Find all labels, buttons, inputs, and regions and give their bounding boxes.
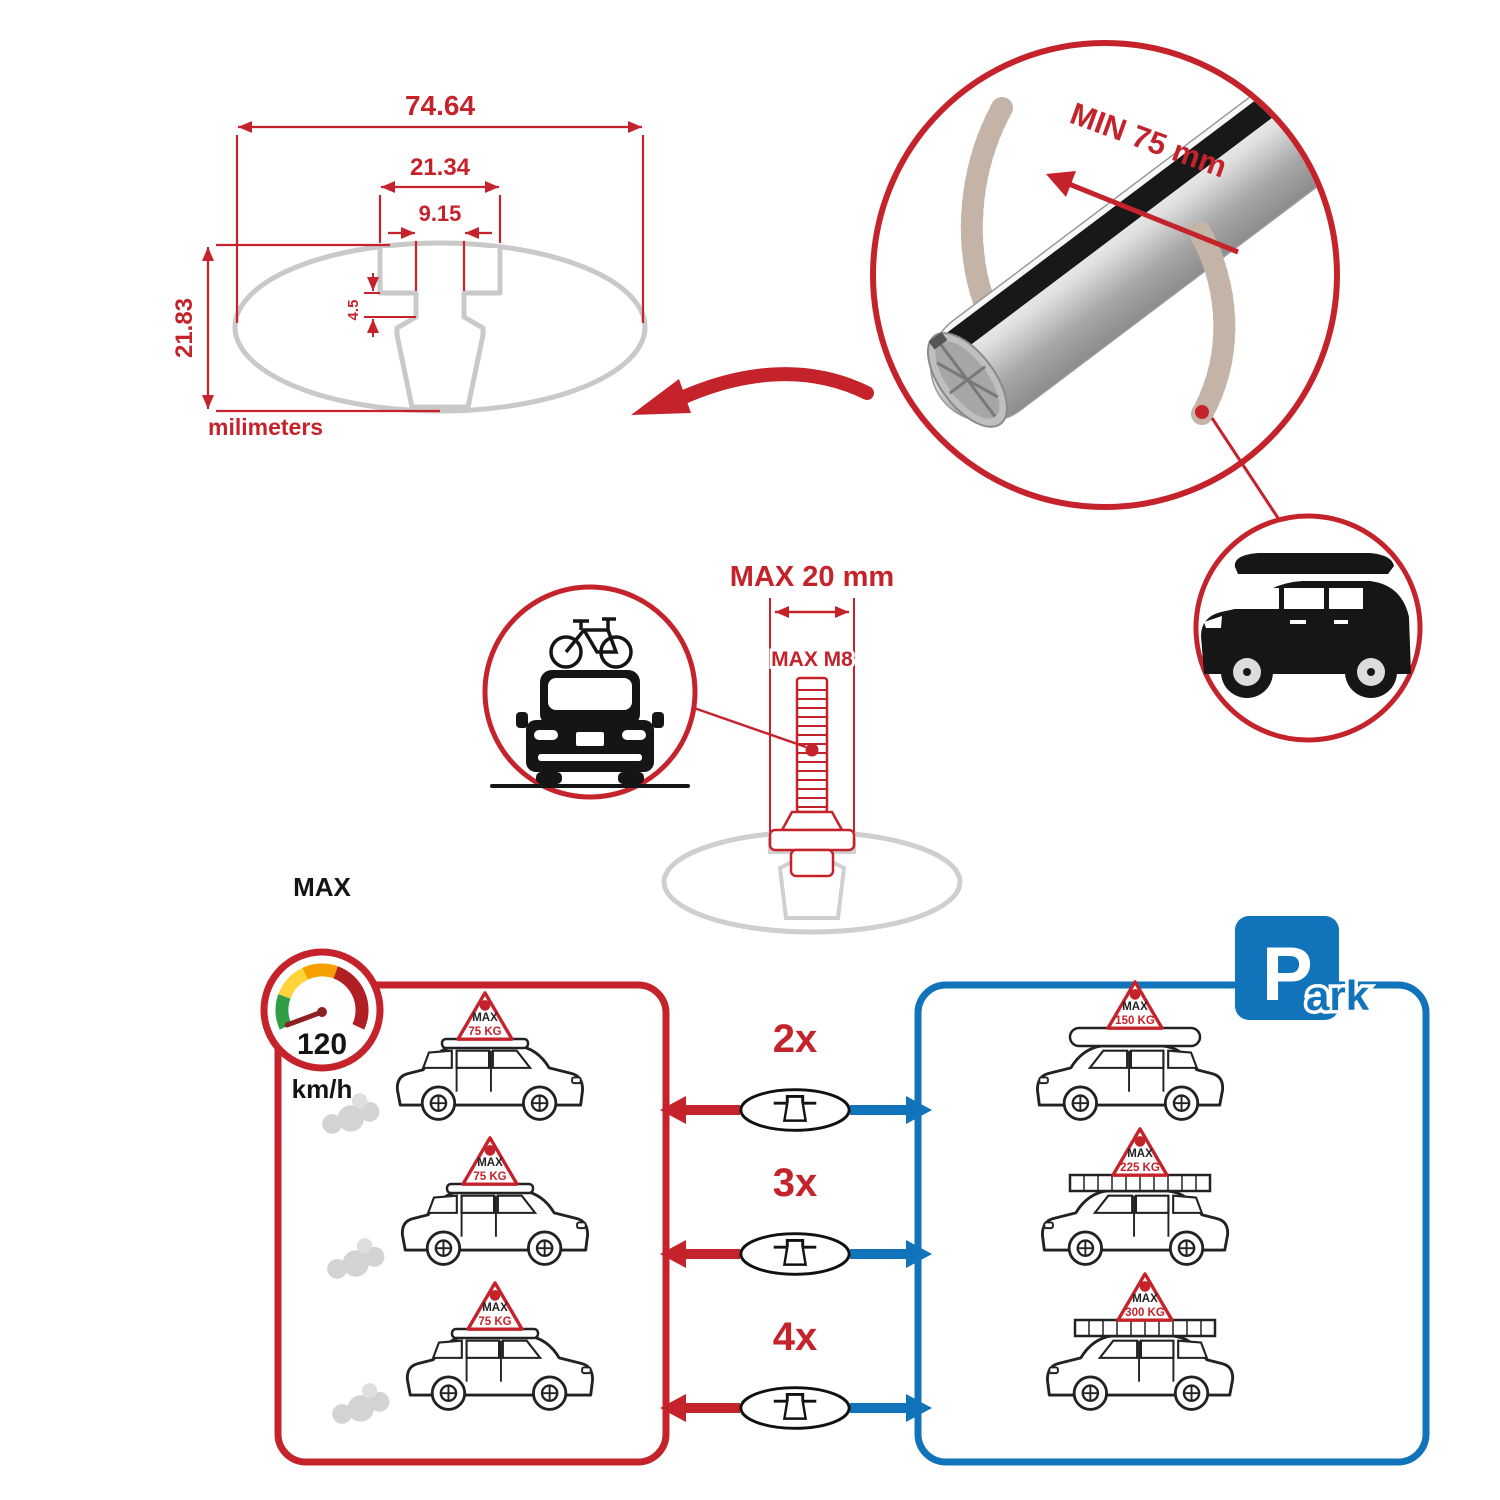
dim-slot-inner-value: 9.15 (419, 201, 462, 226)
callout-line (1210, 417, 1280, 519)
pointer-arrow (631, 367, 874, 415)
callout-dot (1195, 405, 1209, 419)
crossbar-section-icon (739, 1232, 851, 1276)
parking-sign: P ark (1235, 916, 1373, 1023)
max-thread-label: MAX M8 (771, 648, 853, 671)
u-bolt-strap-rear (960, 97, 1013, 323)
driving-car-row: MAX 75 KG (332, 1281, 595, 1424)
crossbar-qty-row: 4x (660, 1315, 932, 1430)
gauge-needle-icon (284, 1009, 325, 1028)
dimension-slot-inner (388, 227, 492, 291)
u-bolt-strap-front (1189, 221, 1236, 425)
dimension-slot-outer (378, 181, 502, 243)
left-arrowhead-icon (660, 1394, 686, 1422)
pointer-arrowhead-icon (631, 379, 691, 415)
dimension-total-width (235, 121, 645, 323)
right-arrowhead-icon (906, 1394, 932, 1422)
parking-sign-suffix: ark (1306, 972, 1370, 1019)
profile-technical-drawing: 74.64 21.34 9.15 4.5 (171, 90, 648, 440)
qty-label: 2x (773, 1017, 818, 1061)
sign-max-label: MAX (1127, 1148, 1153, 1160)
min-span-arrow (1046, 171, 1239, 255)
dim-step-depth-value: 4.5 (345, 300, 362, 321)
sign-load-value: 300 KG (1125, 1307, 1165, 1319)
sign-load-value: 75 KG (468, 1026, 501, 1038)
parking-car-row: MAX 300 KG (1045, 1272, 1235, 1411)
bolt-detail-section: MAX 20 mm MAX M8 (482, 561, 963, 935)
sign-load-value: 150 KG (1115, 1015, 1155, 1027)
crossbar-profile-outline (232, 240, 648, 414)
right-arrowhead-icon (906, 1240, 932, 1268)
sign-max-label: MAX (477, 1157, 503, 1169)
speed-gauge-label: MAX (293, 872, 351, 902)
usage-comparison-section: P ark MAX 120 km/h MAX 75 KG (260, 872, 1430, 1466)
t-bolt (768, 676, 856, 878)
max-width-label: MAX 20 mm (730, 561, 894, 593)
dimension-step-depth (364, 273, 416, 337)
left-arrowhead-icon (660, 1096, 686, 1124)
dim-slot-outer-value: 21.34 (410, 154, 471, 181)
speed-gauge: MAX 120 km/h (260, 872, 384, 1104)
sign-max-label: MAX (472, 1012, 498, 1024)
parking-car-row: MAX 150 KG (1035, 980, 1225, 1121)
driving-car-row: MAX 75 KG (327, 1136, 590, 1279)
crossbar-qty-row: 3x (660, 1161, 932, 1276)
dimension-max-20 (769, 598, 855, 832)
sign-load-value: 225 KG (1120, 1162, 1160, 1174)
qty-label: 4x (773, 1315, 818, 1359)
parking-car-row: MAX 225 KG (1040, 1127, 1230, 1266)
bicycle-icon (549, 617, 633, 669)
suv-with-roofbox-icon (1201, 553, 1411, 698)
bolt-callout-line (693, 706, 807, 749)
crossbar-section-icon (739, 1088, 851, 1132)
crossbar-qty-row: 2x (660, 1017, 932, 1132)
car-front-icon (490, 670, 690, 788)
speed-units: km/h (292, 1074, 353, 1104)
bar-detail-section: MIN 75 mm (870, 40, 1423, 743)
bar-end-cross-section (926, 331, 1008, 428)
dim-total-width-value: 74.64 (405, 90, 475, 121)
bolt-callout-dot (805, 743, 819, 757)
sign-max-label: MAX (1132, 1293, 1158, 1305)
driving-car-row: MAX 75 KG (322, 991, 585, 1134)
units-label: milimeters (208, 414, 323, 440)
qty-label: 3x (773, 1161, 818, 1205)
sign-load-value: 75 KG (478, 1316, 511, 1328)
right-arrowhead-icon (906, 1096, 932, 1124)
sign-max-label: MAX (482, 1302, 508, 1314)
parking-sign-letter: P (1262, 932, 1313, 1017)
speed-value: 120 (297, 1028, 347, 1061)
dim-total-height-value: 21.83 (171, 298, 198, 358)
sign-load-value: 75 KG (473, 1171, 506, 1183)
crossbar-section-icon (739, 1386, 851, 1430)
sign-max-label: MAX (1122, 1001, 1148, 1013)
dimension-total-height (202, 243, 440, 413)
left-arrowhead-icon (660, 1240, 686, 1268)
